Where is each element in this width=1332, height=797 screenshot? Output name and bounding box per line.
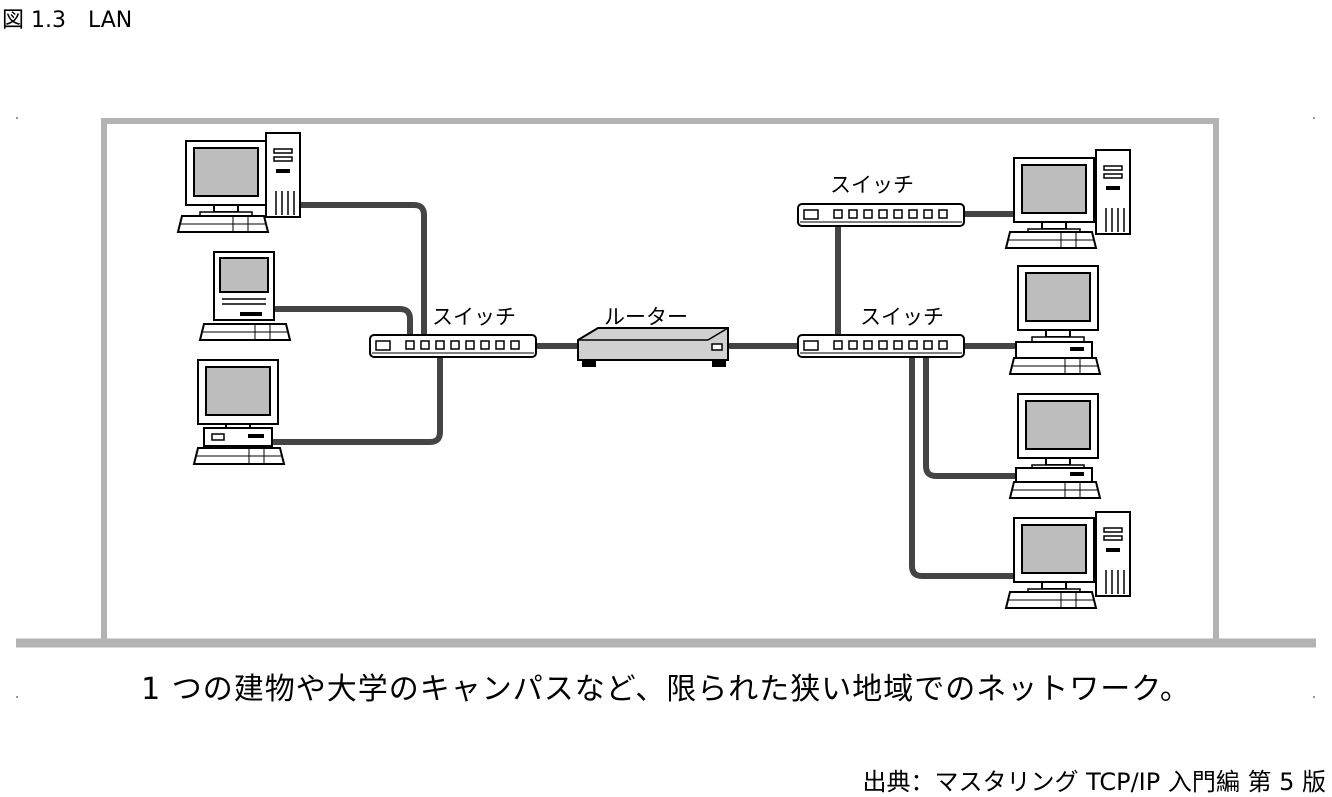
switch-left-label: スイッチ bbox=[432, 305, 516, 329]
cable-pc2-switch bbox=[273, 306, 413, 348]
cable-pc1-switch bbox=[297, 202, 427, 348]
cable-switch-pc6 bbox=[923, 343, 1019, 479]
switch-top-right-label: スイッチ bbox=[830, 173, 914, 197]
computer-right-4 bbox=[1005, 511, 1131, 609]
cable-pc3-switch bbox=[271, 342, 443, 445]
switch-top-right bbox=[797, 203, 965, 227]
figure-title: 図 1.3 LAN bbox=[2, 8, 133, 33]
computer-right-3 bbox=[1009, 393, 1101, 499]
corner-marks bbox=[16, 117, 1315, 698]
lan-frame bbox=[16, 118, 1316, 648]
computer-left-3 bbox=[193, 359, 285, 465]
cables bbox=[271, 202, 1019, 579]
switch-left bbox=[369, 334, 537, 358]
switch-right-label: スイッチ bbox=[860, 305, 944, 329]
router-label: ルーター bbox=[604, 305, 688, 329]
switch-right bbox=[797, 334, 965, 358]
computer-left-2 bbox=[199, 251, 291, 341]
computer-left-1 bbox=[177, 132, 301, 233]
diagram-caption: 1 つの建物や大学のキャンパスなど、限られた狭い地域でのネットワーク。 bbox=[141, 672, 1191, 707]
computer-right-1 bbox=[1005, 149, 1131, 249]
router bbox=[577, 327, 729, 367]
source-credit: 出典：マスタリング TCP/IP 入門編 第 5 版 bbox=[862, 768, 1326, 796]
computer-right-2 bbox=[1009, 265, 1101, 375]
cable-switch-pc7 bbox=[909, 343, 1019, 579]
